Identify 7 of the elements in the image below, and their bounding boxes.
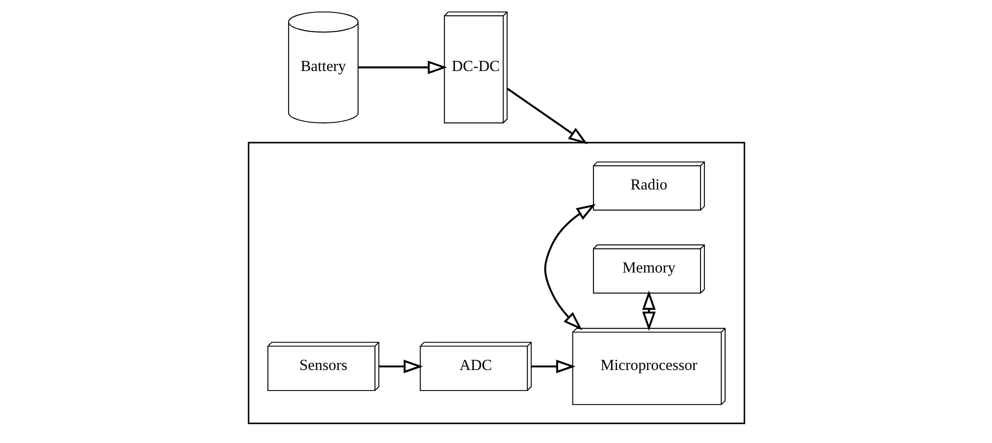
- arrow: [642, 290, 656, 331]
- cluster: [247, 142, 745, 424]
- arrow: [378, 360, 422, 374]
- arrow: [544, 204, 596, 330]
- arrow: [530, 360, 576, 374]
- arrow: [358, 60, 447, 74]
- arrow: [506, 88, 588, 144]
